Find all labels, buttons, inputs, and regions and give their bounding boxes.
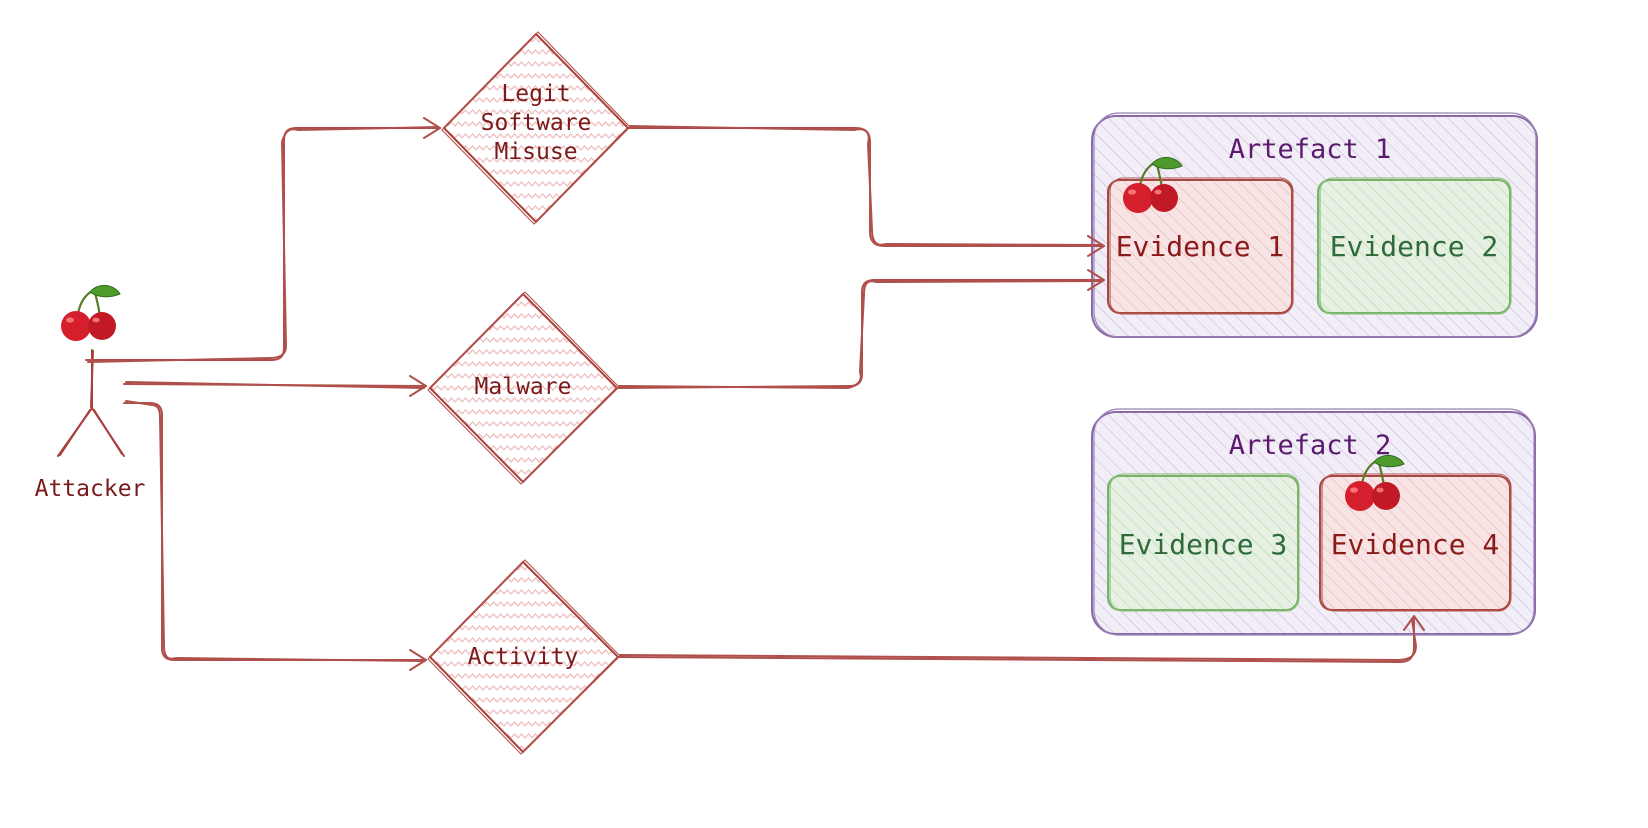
diamond-malware-label: Malware	[474, 374, 572, 400]
diamond-legit-line-3: Misuse	[494, 138, 578, 165]
evidence-3-label: Evidence 3	[1118, 528, 1288, 561]
diamond-activity-label: Activity	[467, 644, 579, 670]
evidence-2-label: Evidence 2	[1329, 230, 1499, 263]
evidence-4-label: Evidence 4	[1330, 528, 1500, 561]
evidence-4-box	[1319, 473, 1512, 612]
artefact-2-title: Artefact 2	[1228, 430, 1392, 461]
evidence-2-box	[1317, 177, 1512, 315]
evidence-1-label: Evidence 1	[1115, 230, 1285, 263]
diamond-legit-line-1: Legit	[501, 81, 571, 107]
edges	[85, 117, 1425, 671]
diamond-legit-software-misuse	[441, 31, 631, 225]
diamond-legit-label: Legit Software Misuse	[456, 80, 616, 166]
diamond-legit-line-2: Software	[480, 109, 592, 136]
diamond-activity	[427, 559, 621, 755]
attacker-label: Attacker	[34, 476, 146, 502]
evidence-1-box	[1107, 177, 1294, 315]
diamond-malware	[427, 291, 620, 485]
evidence-3-box	[1107, 473, 1300, 612]
attacker-figure	[57, 349, 125, 457]
cherry-icon	[59, 284, 122, 343]
artefact-1-title: Artefact 1	[1228, 134, 1392, 165]
